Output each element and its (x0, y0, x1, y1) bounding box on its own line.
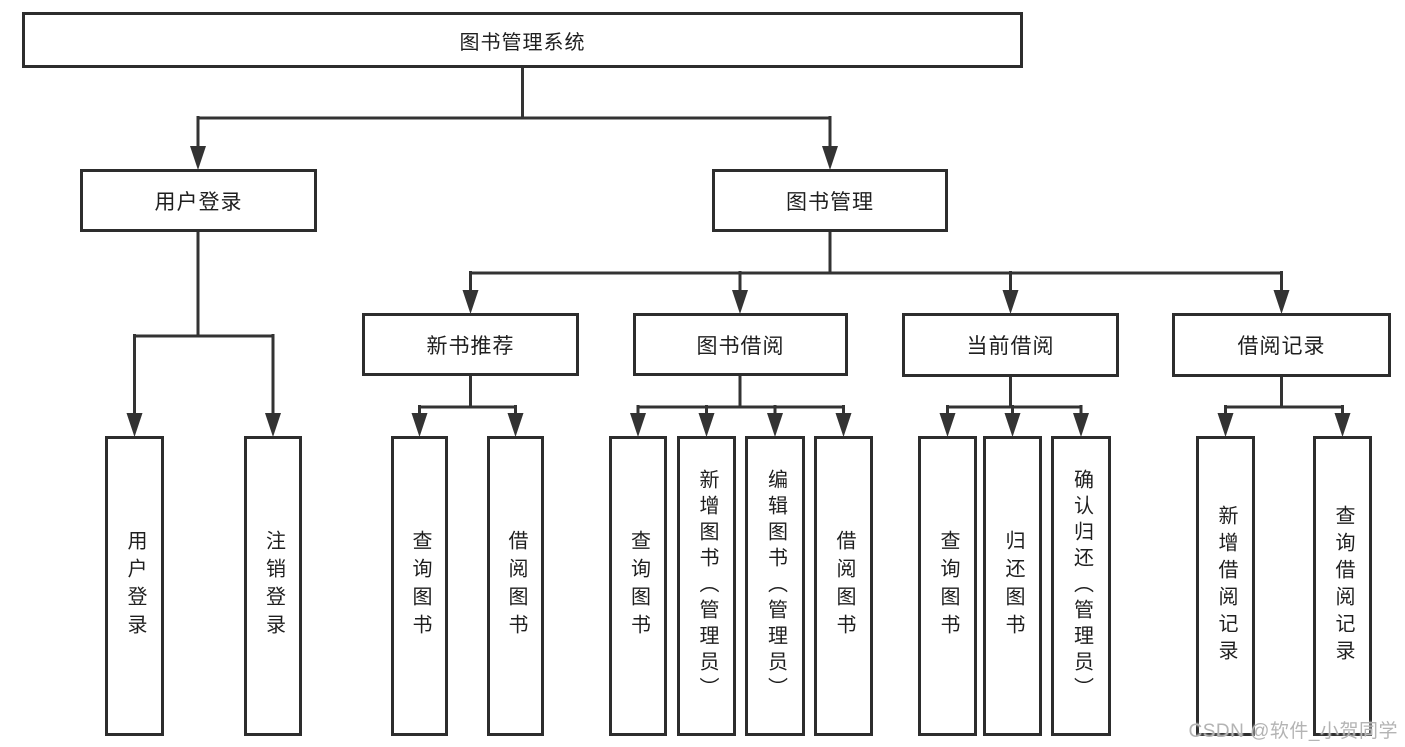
arrowhead-icons (126, 146, 1351, 437)
node-book-management: 图书管理 (712, 169, 948, 232)
leaf-query-books-current: 查询图书 (918, 436, 977, 736)
node-new-book-recommend: 新书推荐 (362, 313, 579, 376)
leaf-query-books-borrow: 查询图书 (609, 436, 667, 736)
node-root: 图书管理系统 (22, 12, 1023, 68)
leaf-borrow-books-recommend: 借阅图书 (487, 436, 544, 736)
node-book-borrow: 图书借阅 (633, 313, 848, 376)
node-user-login: 用户登录 (80, 169, 317, 232)
leaf-confirm-return-admin: 确认归还（管理员） (1051, 436, 1111, 736)
node-borrow-records: 借阅记录 (1172, 313, 1391, 377)
leaf-edit-book-admin: 编辑图书（管理员） (745, 436, 805, 736)
leaf-logout: 注销登录 (244, 436, 302, 736)
leaf-query-books-recommend: 查询图书 (391, 436, 448, 736)
leaf-add-book-admin: 新增图书（管理员） (677, 436, 736, 736)
leaf-add-borrow-record: 新增借阅记录 (1196, 436, 1255, 736)
node-current-borrow: 当前借阅 (902, 313, 1119, 377)
leaf-query-borrow-record: 查询借阅记录 (1313, 436, 1372, 736)
leaf-return-book: 归还图书 (983, 436, 1042, 736)
leaf-user-login: 用户登录 (105, 436, 164, 736)
leaf-borrow-books-borrow: 借阅图书 (814, 436, 873, 736)
watermark: CSDN @软件_小贺同学 (1188, 721, 1398, 742)
